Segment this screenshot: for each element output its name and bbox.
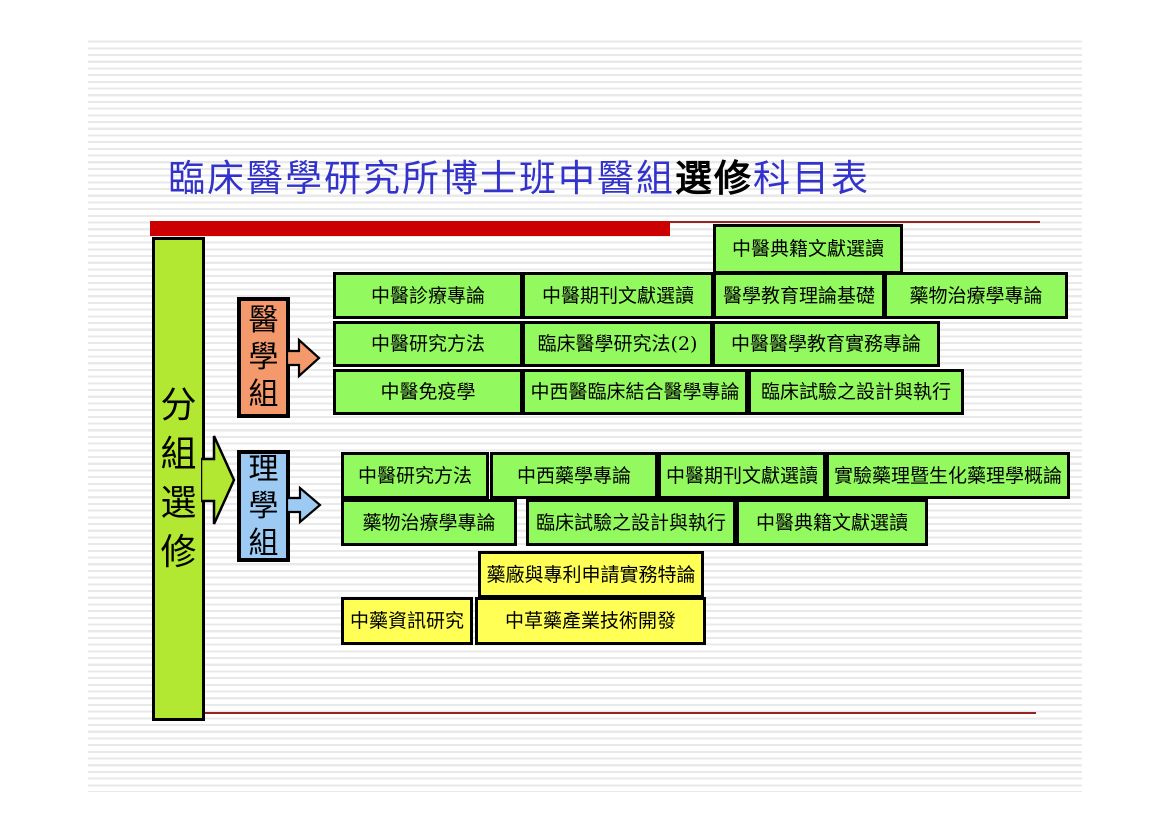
root-node-label: 分組選修: [160, 385, 197, 573]
course-medical-10: 臨床試驗之設計與執行: [748, 369, 964, 415]
course-science-3: 實驗藥理暨生化藥理學概論: [826, 452, 1070, 499]
course-pharma-2: 中草藥產業技術開發: [475, 597, 706, 645]
course-medical-7: 中醫醫學教育實務專論: [712, 321, 940, 367]
root-arrow-icon: [201, 435, 236, 525]
course-pharma-0: 藥廠與專利申請實務特論: [478, 551, 704, 598]
title-main: 臨床醫學研究所博士班中醫組: [168, 157, 675, 200]
medical-group-box: 醫學組: [237, 297, 290, 418]
page-title: 臨床醫學研究所博士班中醫組選修科目表: [168, 148, 1068, 202]
title-emphasis: 選修: [675, 157, 753, 200]
medical-group-label: 醫學組: [248, 303, 279, 412]
course-pharma-1: 中藥資訊研究: [341, 597, 473, 645]
science-group-label: 理學組: [248, 451, 279, 561]
course-science-6: 中醫典籍文獻選讀: [736, 499, 928, 546]
bottom-divider-line: [205, 712, 1036, 714]
medical-arrow-icon: [287, 337, 321, 379]
course-medical-5: 中醫研究方法: [333, 321, 523, 367]
science-arrow-icon: [287, 485, 322, 525]
title-suffix: 科目表: [753, 157, 870, 200]
course-medical-1: 中醫診療專論: [333, 272, 523, 319]
course-science-0: 中醫研究方法: [341, 452, 489, 499]
course-science-4: 藥物治療學專論: [341, 499, 517, 546]
course-medical-6: 臨床醫學研究法(2): [522, 321, 713, 367]
course-medical-9: 中西醫臨床結合醫學專論: [522, 369, 748, 415]
course-medical-2: 中醫期刊文獻選讀: [522, 272, 714, 319]
course-medical-3: 醫學教育理論基礎: [713, 272, 885, 319]
root-node-box: 分組選修: [152, 237, 205, 721]
course-medical-0: 中醫典籍文獻選讀: [713, 224, 903, 274]
course-science-2: 中醫期刊文獻選讀: [658, 452, 826, 499]
course-medical-4: 藥物治療學專論: [884, 272, 1068, 319]
course-science-5: 臨床試驗之設計與執行: [526, 499, 736, 546]
course-medical-8: 中醫免疫學: [333, 369, 523, 415]
science-group-box: 理學組: [237, 450, 290, 562]
title-underline-bar: [150, 221, 670, 236]
course-science-1: 中西藥學專論: [490, 452, 658, 499]
